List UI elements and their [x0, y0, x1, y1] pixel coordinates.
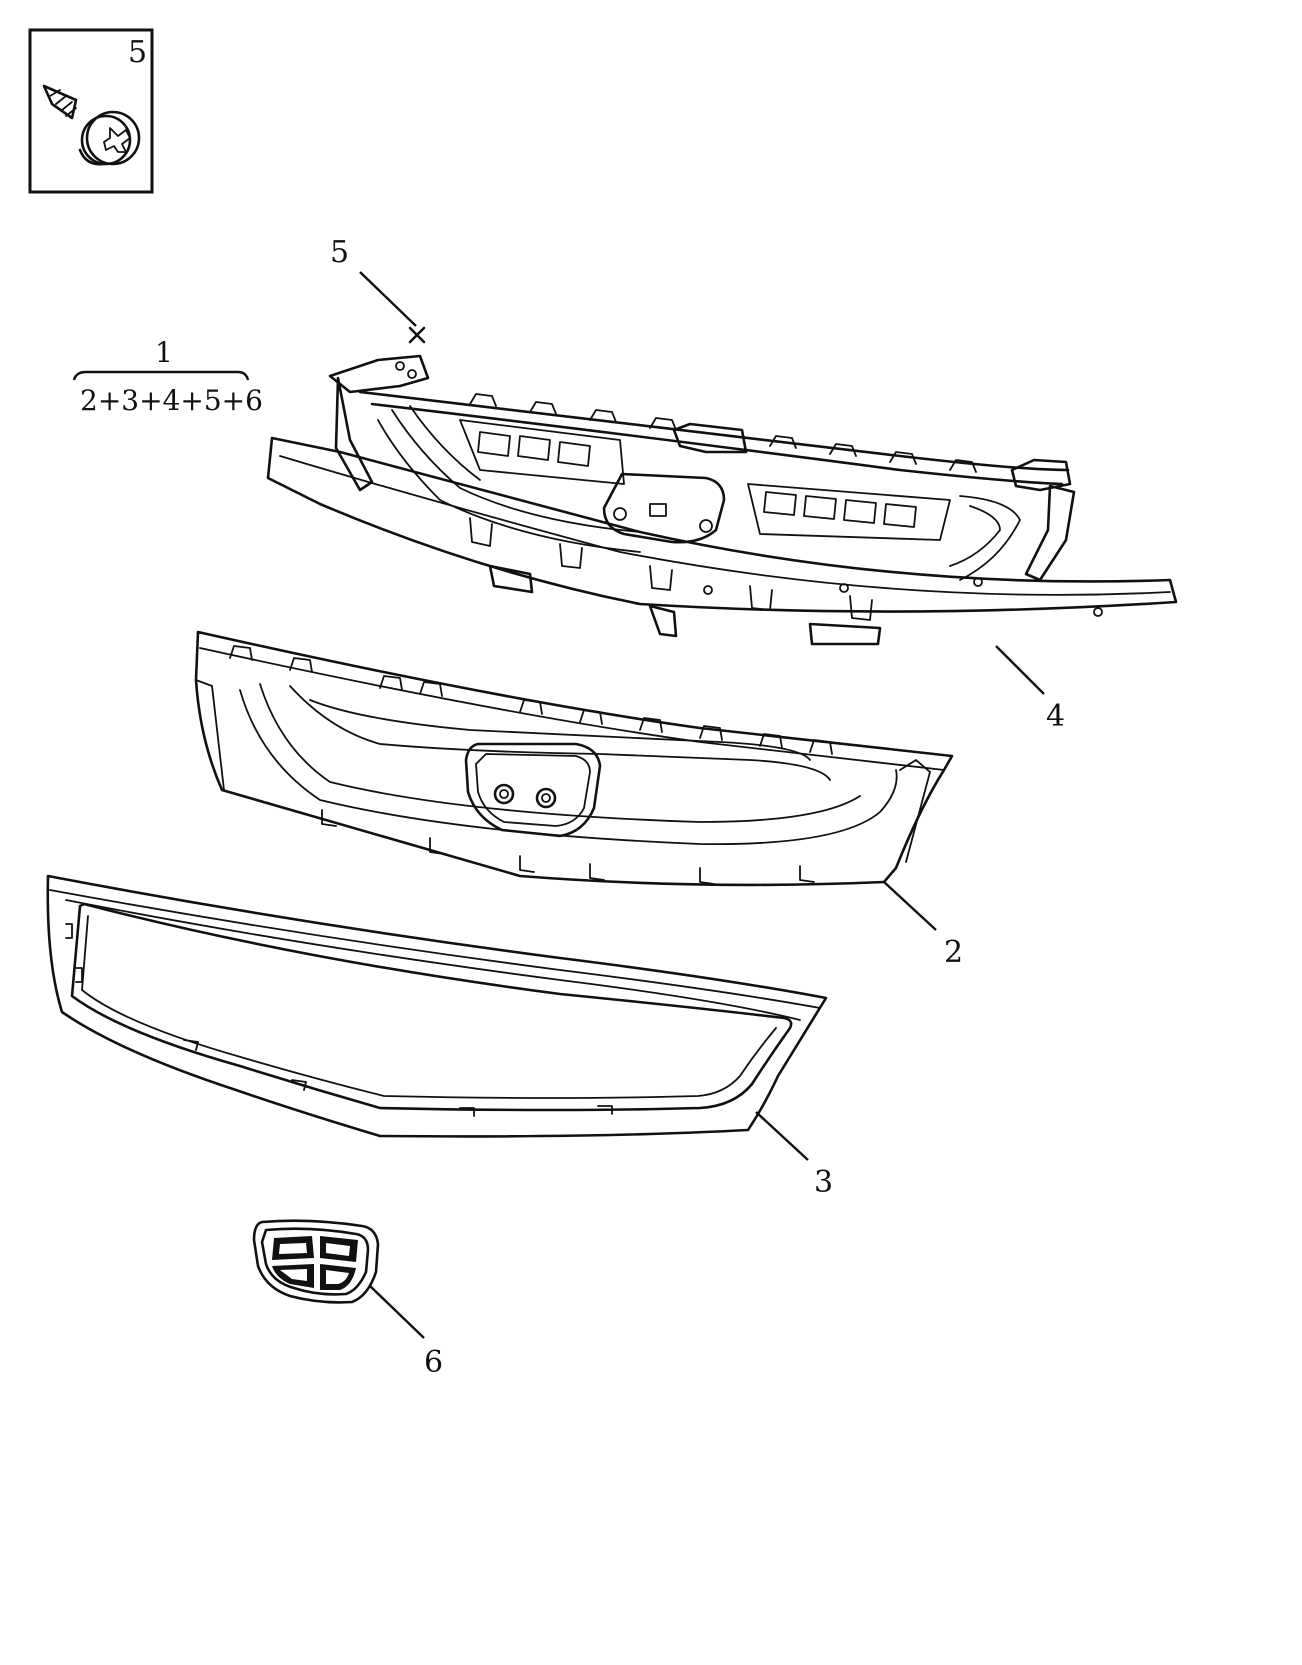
- screw-icon: [42, 84, 141, 166]
- part6-callout: 6: [369, 1285, 443, 1380]
- assembly-composition: 1 2+3+4+5+6: [72, 336, 263, 417]
- part4-callout: 4: [995, 645, 1065, 734]
- part2-callout: 2: [883, 881, 963, 970]
- grille-body: [194, 630, 954, 887]
- part3-callout: 3: [755, 1111, 833, 1200]
- assembly-number: 1: [155, 336, 173, 369]
- emblem-badge: [252, 1219, 380, 1304]
- emblem-grid-icon: [272, 1236, 358, 1290]
- part3-callout-label: 3: [814, 1165, 833, 1200]
- upper-grille-frame: [266, 354, 1178, 646]
- screw-position-marker: [408, 326, 426, 344]
- screw-inset: 5: [28, 28, 154, 194]
- screw-callout: 5: [330, 235, 426, 344]
- part4-callout-label: 4: [1046, 699, 1065, 734]
- chrome-surround-frame: [46, 874, 828, 1138]
- assembly-composition-text: 2+3+4+5+6: [80, 384, 263, 417]
- part6-callout-label: 6: [424, 1345, 443, 1380]
- screw-callout-label: 5: [330, 235, 349, 270]
- part2-callout-label: 2: [944, 935, 963, 970]
- inset-callout-label: 5: [128, 35, 147, 70]
